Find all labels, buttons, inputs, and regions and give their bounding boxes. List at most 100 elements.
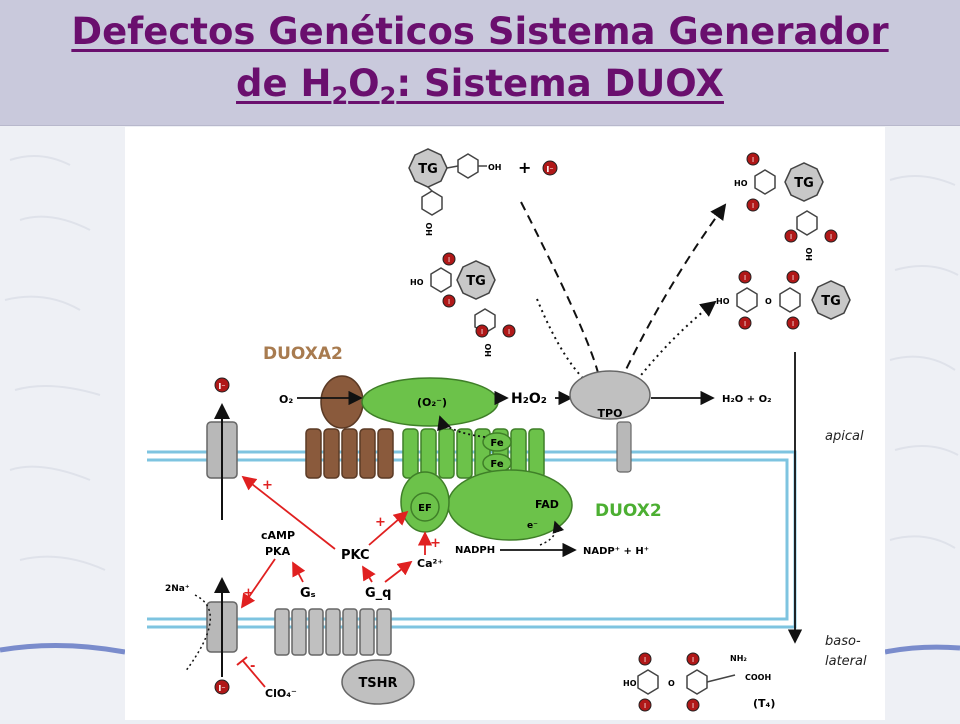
svg-text:HO: HO [623, 679, 637, 688]
duox2-transmembrane [402, 428, 545, 479]
svg-text:O: O [765, 297, 772, 306]
apical-label: apical [825, 429, 864, 444]
svg-text:I⁻: I⁻ [546, 165, 553, 174]
basolateral-label-1: baso- [825, 634, 861, 649]
pka-label: PKA [265, 545, 291, 558]
gq-label: G_q [365, 586, 391, 601]
duoxa2-globular [320, 375, 364, 429]
iodination-dashed-path [520, 201, 601, 383]
svg-text:I: I [744, 320, 746, 328]
plus-pkc-ef: + [375, 515, 386, 530]
iodide-ion-apical: I⁻ [214, 377, 230, 393]
svg-text:I: I [644, 702, 646, 710]
h2o2-label: H₂O₂ [511, 391, 547, 407]
tshr-label: TSHR [358, 676, 397, 691]
camp-label: cAMP [261, 529, 295, 542]
svg-text:TG: TG [821, 294, 841, 309]
duoxa2-transmembrane [305, 428, 394, 479]
plus-sign: + [518, 158, 531, 177]
plus-pka-nis: + [243, 586, 254, 601]
tg-molecule-top-right: I I HO TG I I HO [734, 152, 838, 261]
title-line-2-mid: O [348, 62, 380, 105]
plus-ca-ef: + [430, 536, 441, 551]
duox-diagram: apical baso- lateral TG OH HO + I⁻ TG HO… [147, 148, 867, 712]
svg-text:I: I [481, 328, 483, 336]
svg-text:TG: TG [466, 274, 486, 289]
h2o-o2-label: H₂O + O₂ [722, 394, 771, 405]
svg-text:I: I [508, 328, 510, 336]
t4-label: (T₄) [753, 697, 775, 710]
diagram-panel: apical baso- lateral TG OH HO + I⁻ TG HO… [125, 127, 885, 720]
fad-label: FAD [535, 498, 559, 511]
perchlorate-label: ClO₄⁻ [265, 687, 297, 700]
tpo-anchor [616, 421, 632, 473]
svg-text:I: I [752, 156, 754, 164]
tpo-label: TPO [598, 407, 623, 420]
duox2-label: DUOX2 [595, 501, 662, 521]
svg-text:I: I [692, 702, 694, 710]
calcium-label: Ca²⁺ [417, 557, 443, 570]
svg-text:I: I [752, 202, 754, 210]
signaling-arrows [240, 475, 433, 609]
electron-label: e⁻ [527, 521, 538, 531]
nadph-label: NADPH [455, 545, 495, 556]
tg-molecule-middle: TG HO I I I I HO [410, 252, 516, 357]
tg-label: TG [418, 162, 438, 177]
title-sub-1: 2 [331, 82, 349, 110]
svg-text:I: I [792, 320, 794, 328]
perchlorate-inhibition [242, 660, 266, 688]
svg-text:HO: HO [805, 247, 814, 261]
svg-text:I: I [830, 233, 832, 241]
tshr-transmembrane [274, 608, 392, 656]
tpo-enzyme [569, 370, 651, 420]
title-band: Defectos Genéticos Sistema Generador de … [0, 0, 960, 126]
minus-label: - [250, 659, 255, 674]
svg-text:I: I [644, 656, 646, 664]
slide-title: Defectos Genéticos Sistema Generador de … [0, 6, 960, 110]
oh-label: OH [488, 163, 502, 172]
svg-text:HO: HO [716, 297, 730, 306]
fe-heme-1 [482, 432, 512, 452]
svg-text:Fe: Fe [490, 459, 503, 470]
tg-coupled-molecule: I I HO O I I TG [716, 270, 851, 330]
svg-text:O: O [668, 679, 675, 688]
iodide-ion-basal: I⁻ [214, 679, 230, 695]
svg-text:I: I [790, 233, 792, 241]
nadp-label: NADP⁺ + H⁺ [583, 546, 649, 557]
title-line-2-suffix: : Sistema DUOX [396, 62, 724, 105]
pkc-label: PKC [341, 548, 370, 563]
iodination-dashed-out [619, 203, 727, 383]
tg-molecule-top-left: TG OH HO [408, 148, 502, 236]
svg-text:HO: HO [410, 278, 424, 287]
title-sub-2: 2 [379, 82, 397, 110]
title-line-2-prefix: de H [236, 62, 332, 105]
inhibition-bar [236, 656, 248, 666]
svg-text:COOH: COOH [745, 673, 771, 682]
superoxide-label: (O₂⁻) [417, 396, 447, 409]
svg-text:I: I [692, 656, 694, 664]
tshr-receptor [341, 659, 415, 705]
ef-hand-inner [410, 492, 440, 522]
svg-text:I: I [792, 274, 794, 282]
svg-text:I: I [448, 256, 450, 264]
svg-text:I: I [744, 274, 746, 282]
svg-text:I: I [448, 298, 450, 306]
o2-label: O₂ [279, 393, 293, 406]
iodide-ion-top: I⁻ [542, 160, 558, 176]
coupling-dotted-out [629, 300, 717, 390]
svg-text:TG: TG [794, 176, 814, 191]
ho-label: HO [425, 222, 434, 236]
duoxa2-label: DUOXA2 [263, 344, 343, 364]
svg-text:HO: HO [734, 179, 748, 188]
svg-text:Fe: Fe [490, 438, 503, 449]
svg-text:I⁻: I⁻ [218, 684, 225, 693]
svg-text:I⁻: I⁻ [218, 382, 225, 391]
title-line-1: Defectos Genéticos Sistema Generador [71, 10, 889, 53]
gs-label: Gₛ [300, 586, 316, 601]
svg-text:NH₂: NH₂ [730, 654, 747, 663]
t4-molecule: I I HO O I I NH₂ COOH (T₄) [623, 652, 775, 712]
basolateral-label-2: lateral [825, 654, 867, 669]
sodium-label: 2Na⁺ [165, 584, 190, 594]
ef-label: EF [418, 503, 432, 514]
plus-pkc-channel: + [262, 478, 273, 493]
